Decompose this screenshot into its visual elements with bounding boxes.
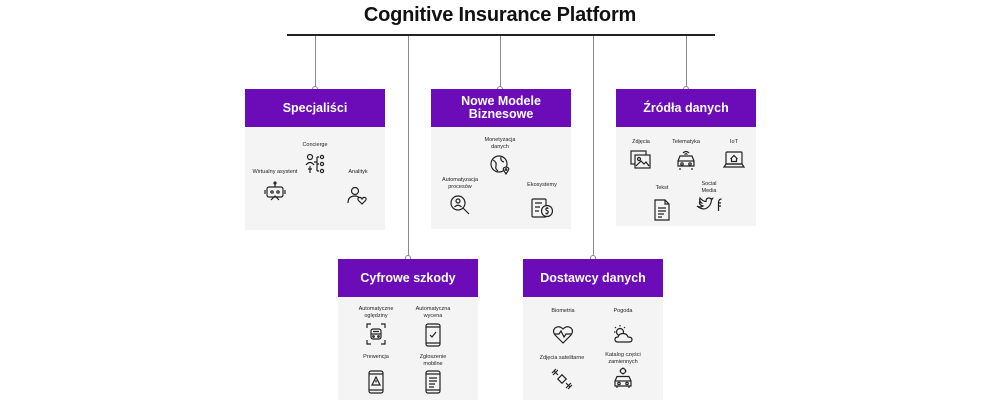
card-dostawcy-body: Biometria Pogoda Zdjęcia satelitarne	[523, 297, 663, 400]
item-automatyzacja-label: Automatyzacja procesów	[441, 177, 479, 190]
card-zrodla-body: Zdjęcia Telematyka IoT	[616, 127, 756, 226]
item-zdjecia-label: Zdjęcia	[632, 139, 650, 145]
item-automatyczne-ogledziny-label: Automatyczne oględziny	[358, 306, 394, 319]
connector-cyfrowe	[408, 36, 409, 258]
item-zdjecia-satelitarne-label: Zdjęcia satelitarne	[539, 355, 585, 361]
item-analityk: Analityk	[333, 169, 383, 205]
item-analityk-label: Analityk	[348, 169, 368, 175]
diagram-title: Cognitive Insurance Platform	[363, 4, 637, 26]
connector-modele	[500, 36, 501, 89]
twitter-facebook-icon	[696, 196, 722, 212]
item-wirtualny-asystent-label: Wirtualny asystent	[252, 169, 298, 175]
item-iot-label: IoT	[730, 139, 738, 145]
car-parts-icon	[612, 367, 634, 389]
connector-specjalisci	[315, 36, 316, 89]
magnifier-person-icon	[449, 194, 471, 216]
sun-cloud-icon	[612, 324, 634, 344]
card-dostawcy-title: Dostawcy danych	[523, 259, 663, 297]
card-specjalisci-body: Concierge Wirtualny asystent	[245, 127, 385, 230]
satellite-icon	[551, 368, 573, 390]
item-prewencja-label: Prewencja	[363, 354, 389, 360]
item-social-media: Social Media	[694, 181, 724, 212]
item-monetyzacja: Monetyzacja danych	[471, 137, 529, 175]
item-iot: IoT	[721, 139, 747, 170]
scan-car-icon	[366, 323, 386, 345]
connector-dostawcy	[593, 36, 594, 258]
phone-check-icon	[425, 323, 441, 347]
heart-pulse-icon	[552, 324, 574, 344]
analyst-heart-icon	[347, 185, 369, 205]
globe-pin-icon	[489, 153, 511, 175]
title-underline	[287, 34, 715, 36]
item-telematyka: Telematyka	[667, 139, 705, 170]
item-tekst-label: Tekst	[655, 185, 669, 191]
item-telematyka-label: Telematyka	[672, 139, 700, 145]
item-ekosystemy: Ekosystemy	[517, 182, 567, 219]
item-concierge-label: Concierge	[302, 142, 328, 148]
item-katalog-czesci: Katalog części zamiennych	[595, 352, 651, 389]
card-modele-title: Nowe Modele Biznesowe	[431, 89, 571, 127]
laptop-house-icon	[723, 150, 745, 170]
item-zgloszenie-mobilne-label: Zgłoszenie mobilne	[419, 354, 447, 367]
card-specjalisci-title: Specjaliści	[245, 89, 385, 127]
item-zgloszenie-mobilne: Zgłoszenie mobilne	[411, 354, 455, 394]
item-pogoda: Pogoda	[607, 308, 639, 344]
card-dostawcy: Dostawcy danych Biometria Pogoda Zd	[523, 259, 663, 400]
item-automatyczna-wycena: Automatyczna wycena	[408, 306, 458, 347]
item-social-media-label: Social Media	[701, 181, 717, 194]
item-zdjecia-satelitarne: Zdjęcia satelitarne	[533, 355, 591, 390]
connector-zrodla	[686, 36, 687, 89]
card-cyfrowe: Cyfrowe szkody Automatyczne oględziny Au…	[338, 259, 478, 400]
photos-icon	[630, 149, 652, 170]
document-icon	[652, 198, 672, 221]
phone-warning-icon	[368, 369, 384, 394]
org-people-icon	[304, 153, 326, 175]
item-prewencja: Prewencja	[358, 354, 394, 394]
item-concierge: Concierge	[290, 142, 340, 175]
car-signal-icon	[675, 150, 697, 170]
robot-icon	[264, 180, 286, 201]
item-automatyzacja: Automatyzacja procesów	[433, 177, 487, 216]
card-specjalisci: Specjaliści Concierge Wirtualny asystent	[245, 89, 385, 230]
card-zrodla-title: Źródła danych	[616, 89, 756, 127]
cards-dollar-icon	[531, 197, 553, 219]
phone-form-icon	[425, 370, 441, 394]
item-tekst: Tekst	[648, 185, 676, 221]
item-biometria: Biometria	[545, 308, 581, 344]
item-biometria-label: Biometria	[551, 308, 575, 314]
item-wirtualny-asystent: Wirtualny asystent	[249, 169, 301, 201]
card-modele: Nowe Modele Biznesowe Monetyzacja danych…	[431, 89, 571, 229]
item-automatyczna-wycena-label: Automatyczna wycena	[415, 306, 451, 319]
item-ekosystemy-label: Ekosystemy	[527, 182, 557, 188]
item-katalog-czesci-label: Katalog części zamiennych	[605, 352, 641, 365]
card-cyfrowe-body: Automatyczne oględziny Automatyczna wyce…	[338, 297, 478, 400]
item-zdjecia: Zdjęcia	[626, 139, 656, 170]
card-modele-body: Monetyzacja danych Automatyzacja procesó…	[431, 127, 571, 229]
card-cyfrowe-title: Cyfrowe szkody	[338, 259, 478, 297]
item-pogoda-label: Pogoda	[613, 308, 633, 314]
item-automatyczne-ogledziny: Automatyczne oględziny	[348, 306, 404, 345]
card-zrodla: Źródła danych Zdjęcia Telematyka Io	[616, 89, 756, 226]
item-monetyzacja-label: Monetyzacja danych	[484, 137, 516, 150]
